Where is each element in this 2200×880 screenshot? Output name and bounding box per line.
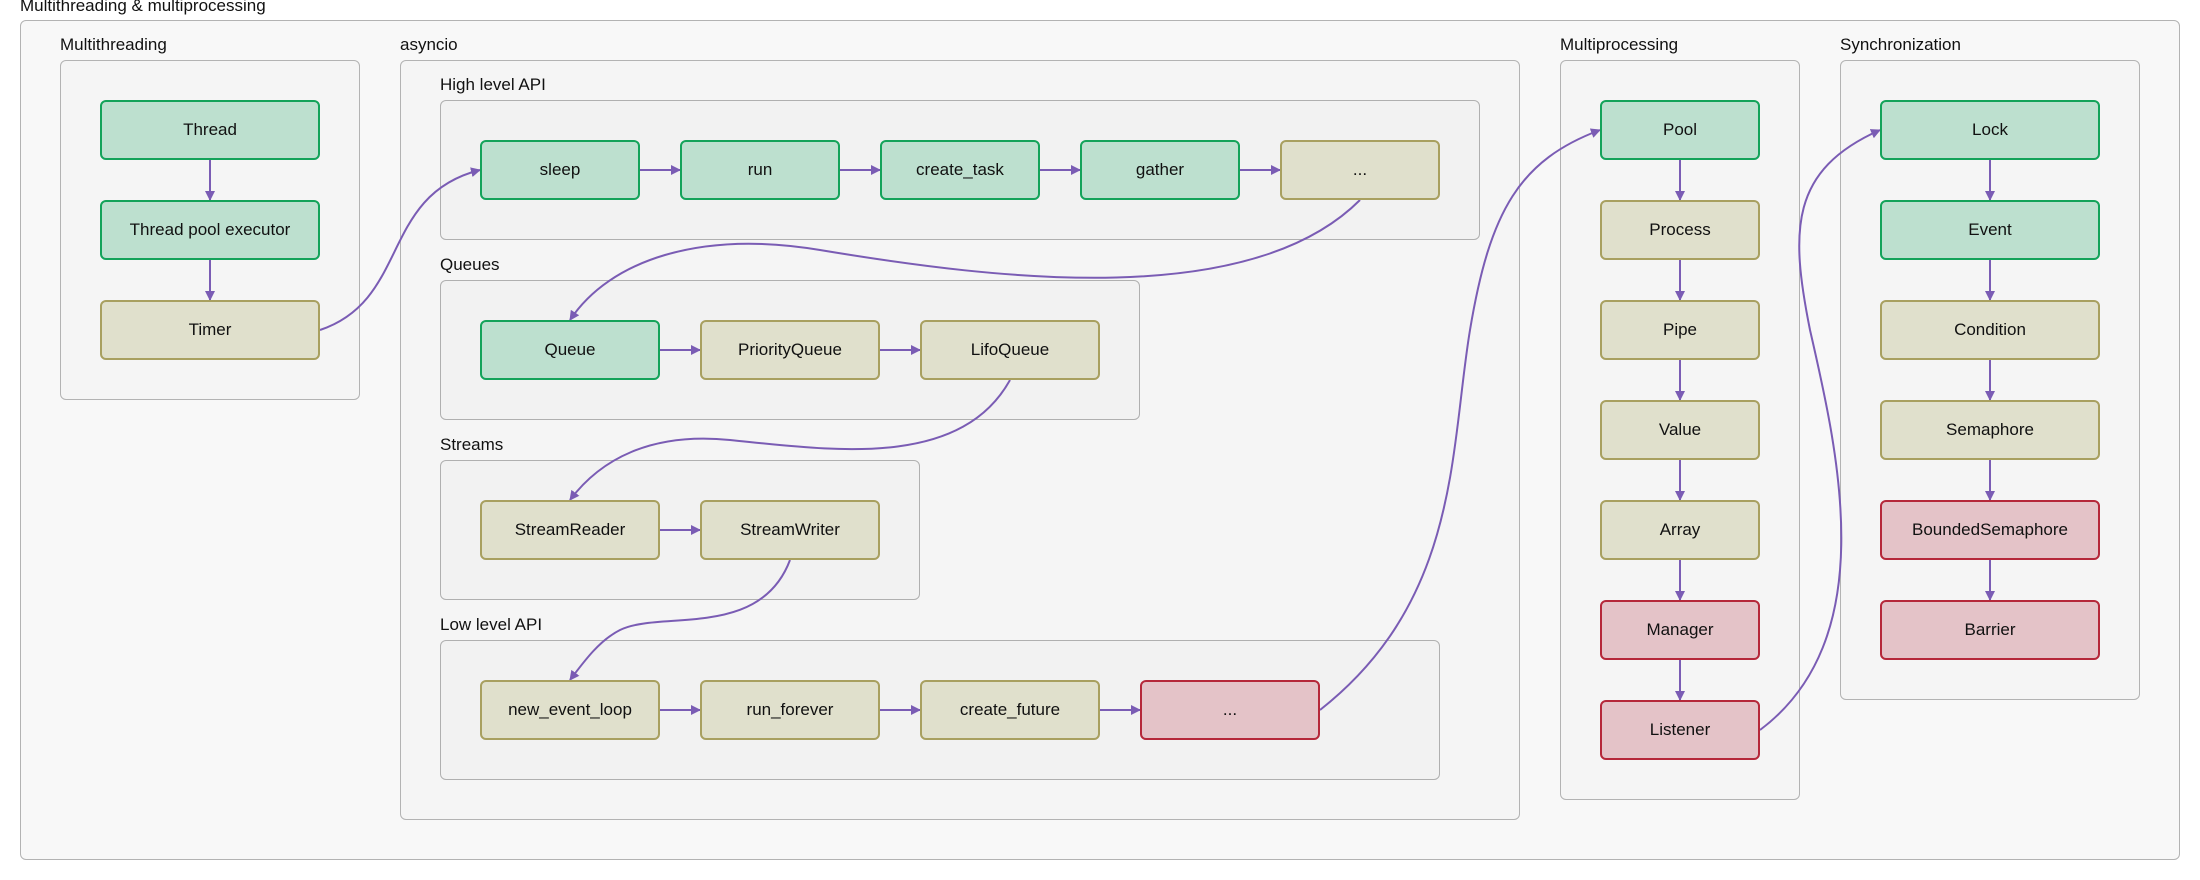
cluster-label-multithreading: Multithreading	[60, 35, 167, 54]
node-gather: gather	[1080, 140, 1240, 200]
node-barrier: Barrier	[1880, 600, 2100, 660]
cluster-label-main: Multithreading & multiprocessing	[20, 0, 266, 15]
node-high-level-more: ...	[1280, 140, 1440, 200]
cluster-label-low-level-api: Low level API	[440, 615, 543, 634]
node-event: Event	[1880, 200, 2100, 260]
cluster-label-multiprocessing: Multiprocessing	[1560, 35, 1679, 54]
cluster-label-asyncio: asyncio	[400, 35, 458, 54]
node-semaphore: Semaphore	[1880, 400, 2100, 460]
cluster-label-synchronization: Synchronization	[1840, 35, 1961, 54]
node-stream-reader: StreamReader	[480, 500, 660, 560]
node-array: Array	[1600, 500, 1760, 560]
node-listener: Listener	[1600, 700, 1760, 760]
node-stream-writer: StreamWriter	[700, 500, 880, 560]
node-condition: Condition	[1880, 300, 2100, 360]
node-low-level-more: ...	[1140, 680, 1320, 740]
node-new-event-loop: new_event_loop	[480, 680, 660, 740]
node-bounded-semaphore: BoundedSemaphore	[1880, 500, 2100, 560]
cluster-label-streams: Streams	[440, 435, 504, 454]
node-queue: Queue	[480, 320, 660, 380]
node-value: Value	[1600, 400, 1760, 460]
node-create-future: create_future	[920, 680, 1100, 740]
node-timer: Timer	[100, 300, 320, 360]
node-manager: Manager	[1600, 600, 1760, 660]
node-pool: Pool	[1600, 100, 1760, 160]
cluster-label-high-level-api: High level API	[440, 75, 546, 94]
node-lifo-queue: LifoQueue	[920, 320, 1100, 380]
node-lock: Lock	[1880, 100, 2100, 160]
node-run-forever: run_forever	[700, 680, 880, 740]
node-priority-queue: PriorityQueue	[700, 320, 880, 380]
node-process: Process	[1600, 200, 1760, 260]
node-sleep: sleep	[480, 140, 640, 200]
node-pipe: Pipe	[1600, 300, 1760, 360]
node-create-task: create_task	[880, 140, 1040, 200]
node-thread-pool-executor: Thread pool executor	[100, 200, 320, 260]
node-run: run	[680, 140, 840, 200]
node-thread: Thread	[100, 100, 320, 160]
cluster-label-queues: Queues	[440, 255, 500, 274]
